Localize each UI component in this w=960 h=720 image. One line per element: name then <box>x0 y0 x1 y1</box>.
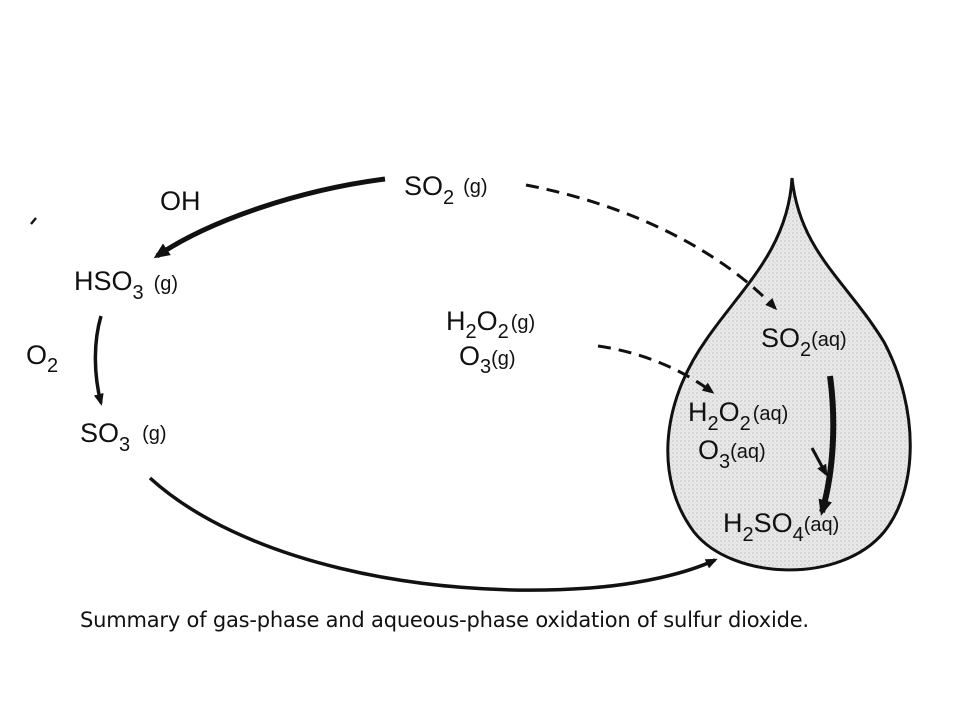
species-h2o2-gas: H2O2(g) <box>446 306 535 343</box>
figure-caption: Summary of gas-phase and aqueous-phase o… <box>80 608 809 632</box>
arrow-o3aq-reaction <box>810 447 828 477</box>
species-so2-gas: SO2(g) <box>404 171 488 209</box>
dashed-arrow-oxidant-uptake <box>597 344 715 394</box>
reagent-oh: OH <box>160 186 201 216</box>
species-h2so4-aqueous: H2SO4(aq) <box>723 508 839 546</box>
reagent-o2: O2 <box>26 340 58 377</box>
arrow-so3-to-droplet <box>148 476 718 592</box>
species-so2-aqueous: SO2(aq) <box>761 323 847 361</box>
arrow-hso3-to-so3 <box>93 315 104 406</box>
species-o3-aqueous: O3(aq) <box>698 435 766 473</box>
droplet <box>666 177 912 572</box>
species-h2o2-aqueous: H2O2(aq) <box>688 397 788 435</box>
species-o3-gas: O3(g) <box>459 341 516 378</box>
dashed-arrow-so2-uptake <box>525 183 778 311</box>
stray-mark <box>30 217 37 225</box>
species-hso3-gas: HSO3(g) <box>74 266 178 304</box>
arrow-so2-to-hso3 <box>153 176 386 259</box>
species-so3-gas: SO3(g) <box>80 418 167 456</box>
arrow-so2aq-to-h2so4 <box>818 375 837 516</box>
